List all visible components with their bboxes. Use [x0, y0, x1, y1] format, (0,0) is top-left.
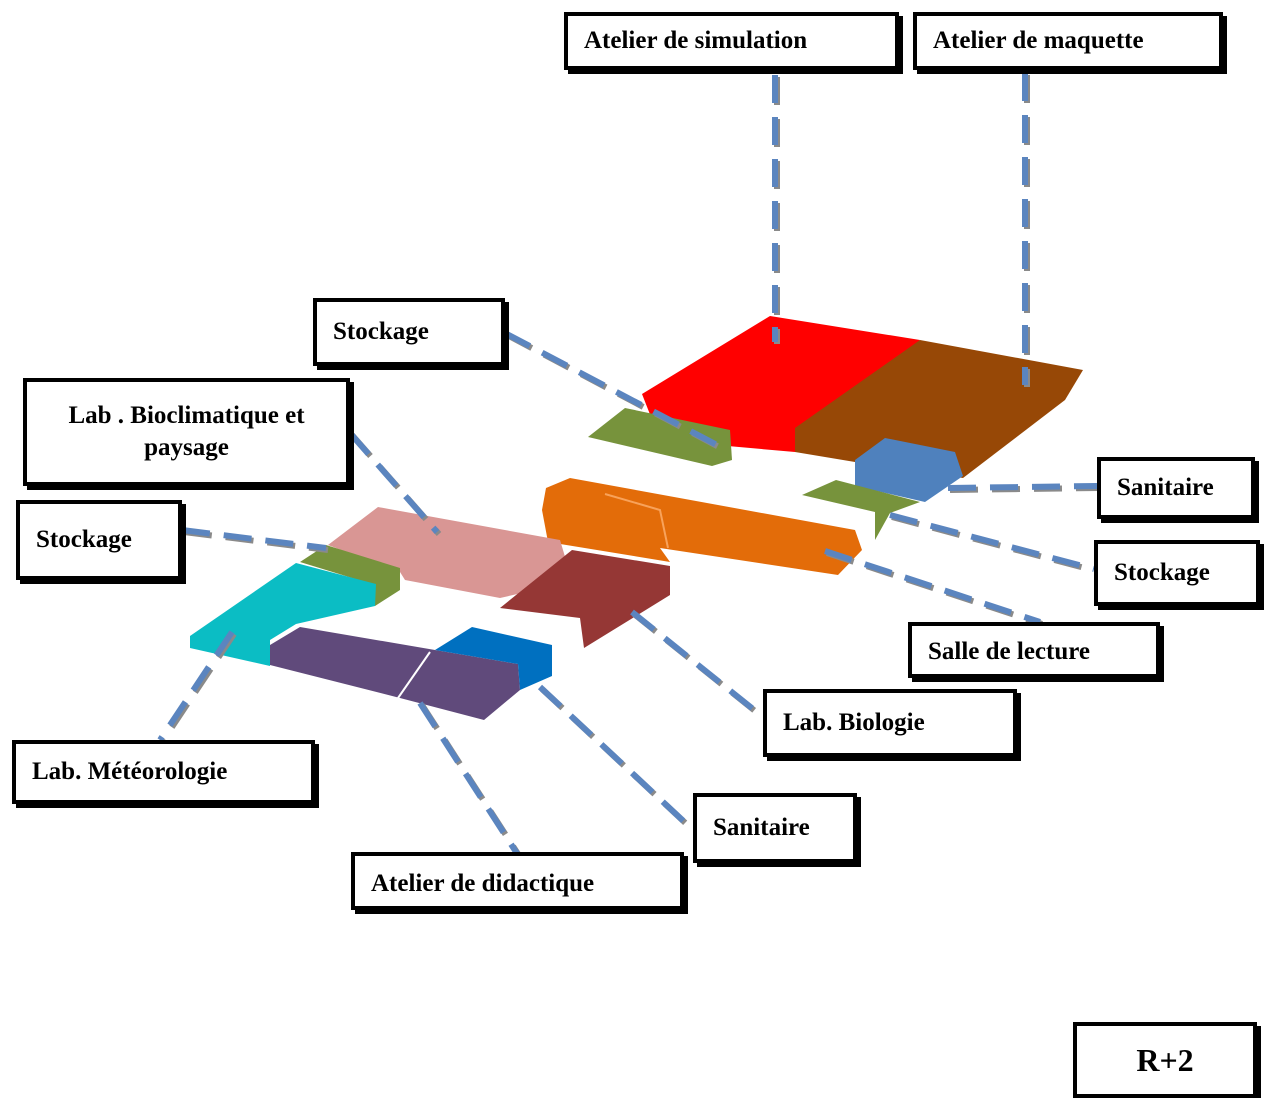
label-stockage-right: Stockage: [1094, 540, 1260, 606]
label-stockage-top: Stockage: [313, 298, 505, 366]
room-sanitaire-bottom[interactable]: [435, 627, 552, 690]
label-sanitaire-bottom: Sanitaire: [693, 793, 857, 863]
label-level-r2: R+2: [1073, 1022, 1257, 1098]
room-atelier-didactique[interactable]: [270, 627, 520, 720]
label-sanitaire-right: Sanitaire: [1097, 457, 1255, 519]
label-atelier-maquette: Atelier de maquette: [913, 12, 1223, 70]
room-salle-lecture[interactable]: [542, 478, 862, 575]
label-atelier-didactique: Atelier de didactique: [351, 852, 684, 910]
label-lab-meteorologie: Lab. Météorologie: [12, 740, 315, 804]
room-lab-meteorologie[interactable]: [190, 563, 376, 666]
label-stockage-left: Stockage: [16, 500, 182, 580]
room-stockage-right[interactable]: [802, 480, 920, 540]
room-atelier-simulation[interactable]: [642, 316, 920, 452]
label-lab-bioclimatique: Lab . Bioclimatique et paysage: [23, 378, 350, 486]
label-salle-lecture: Salle de lecture: [908, 622, 1160, 678]
leader-lines: [157, 73, 1100, 859]
room-atelier-maquette[interactable]: [795, 340, 1083, 478]
label-atelier-simulation: Atelier de simulation: [564, 12, 899, 70]
room-lab-biologie[interactable]: [500, 550, 670, 648]
label-lab-biologie: Lab. Biologie: [763, 689, 1017, 757]
room-stockage-top[interactable]: [588, 408, 732, 466]
room-lab-bioclimatique[interactable]: [328, 507, 566, 598]
room-sanitaire-right[interactable]: [855, 438, 963, 502]
